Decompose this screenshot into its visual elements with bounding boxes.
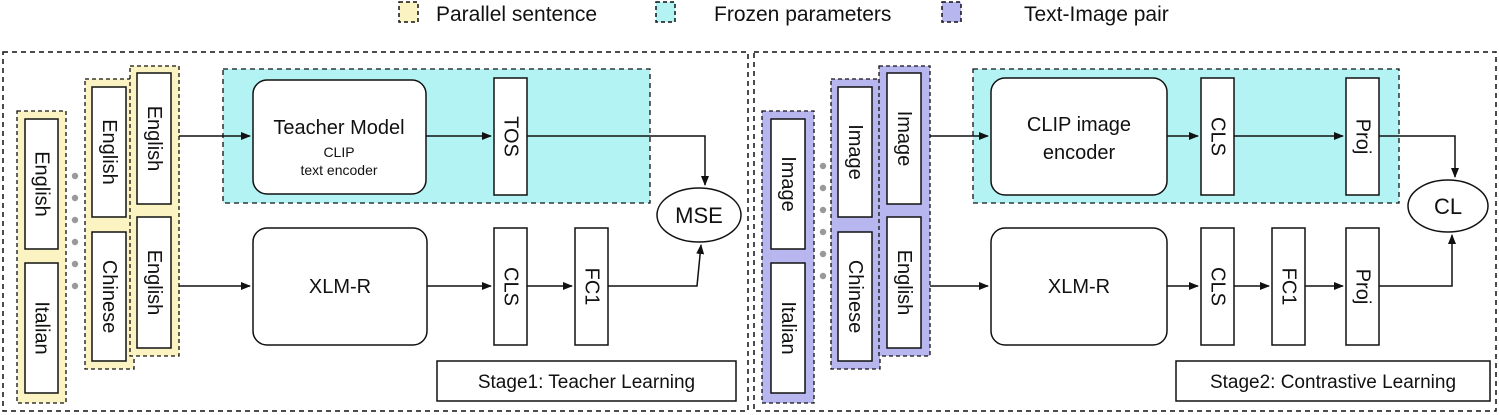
teacher-model-sub1: CLIP: [323, 144, 354, 160]
legend-frozen-swatch: [655, 1, 676, 23]
stage1-panel: English Italian English Chinese English …: [2, 51, 749, 412]
student-token-label: CLS: [500, 267, 522, 306]
legend-parallel-swatch: [398, 1, 419, 23]
stage2-caption-box: Stage2: Contrastive Learning: [1175, 360, 1491, 402]
fc1-box: FC1: [574, 227, 609, 346]
student-encoder-box: XLM-R: [252, 227, 428, 346]
mse-loss-label: MSE: [675, 203, 723, 228]
stage2-caption: Stage2: Contrastive Learning: [1210, 372, 1456, 393]
stage2-border: [753, 51, 1497, 412]
stage2-input-label: Chinese: [844, 260, 866, 333]
student-encoder-label: XLM-R: [309, 276, 371, 298]
stage1-input-col1-top: English: [24, 118, 59, 250]
text-cls-label: CLS: [1207, 267, 1229, 306]
legend-parallel: Parallel sentence: [398, 1, 597, 26]
teacher-model-title: Teacher Model: [273, 117, 404, 139]
stage2-arrows: [930, 132, 1459, 290]
mse-loss-node: MSE: [656, 187, 742, 243]
stage2-input-col1-top: Image: [770, 118, 806, 250]
stage1-input-label: Italian: [31, 301, 53, 354]
legend-pair: Text-Image pair: [941, 1, 1169, 26]
teacher-model-sub2: text encoder: [300, 162, 377, 178]
teacher-model-box: Teacher Model CLIP text encoder: [252, 79, 427, 195]
stage2-input-col1-bottom: Italian: [770, 262, 806, 394]
stage1-input-col2-top: English: [91, 86, 127, 218]
legend-frozen-label: Frozen parameters: [714, 3, 891, 26]
stage2-panel: Image Italian Image Chinese Image Englis…: [753, 51, 1497, 412]
legend: Parallel sentence Frozen parameters Text…: [398, 1, 1169, 26]
stage1-input-col2-bottom: Chinese: [91, 231, 127, 362]
stage2-input-col3-top: Image: [886, 72, 922, 205]
text-cls-box: CLS: [1200, 227, 1235, 346]
teacher-token-label: TOS: [500, 116, 522, 157]
clip-image-encoder-line1: CLIP image: [1027, 114, 1131, 136]
stage2-input-label: Image: [893, 111, 915, 167]
stage1-ellipsis-dots: [71, 172, 79, 290]
legend-frozen: Frozen parameters: [655, 1, 891, 26]
image-cls-box: CLS: [1200, 77, 1235, 196]
stage2-input-label: Image: [844, 124, 866, 180]
stage1-input-label: English: [143, 106, 165, 172]
stage2-fc1-label: FC1: [1278, 268, 1300, 306]
stage2-fc1-box: FC1: [1271, 227, 1306, 346]
image-proj-label: Proj: [1352, 119, 1374, 155]
stage2-student-encoder-label: XLM-R: [1048, 276, 1110, 298]
image-proj-box: Proj: [1345, 77, 1380, 196]
cl-loss-label: CL: [1434, 194, 1462, 219]
stage2-input-label: Italian: [777, 301, 799, 354]
stage2-input-col3-bottom: English: [886, 216, 922, 349]
stage1-input-col1-bottom: Italian: [24, 262, 59, 394]
stage1-input-label: Chinese: [98, 260, 120, 333]
legend-pair-label: Text-Image pair: [1024, 3, 1169, 26]
fc1-label: FC1: [581, 268, 603, 306]
stage2-student-encoder-box: XLM-R: [990, 227, 1168, 346]
cl-loss-node: CL: [1407, 179, 1489, 233]
stage2-input-label: Image: [777, 156, 799, 212]
stage2-input-label: English: [893, 250, 915, 316]
stage1-input-col3-bottom: English: [136, 216, 172, 349]
clip-image-encoder-box: CLIP image encoder: [990, 77, 1168, 196]
stage1-arrows: [179, 132, 709, 290]
stage2-input-col2-bottom: Chinese: [837, 231, 873, 362]
stage1-caption-box: Stage1: Teacher Learning: [436, 360, 737, 402]
teacher-token-box: TOS: [493, 77, 528, 196]
text-proj-box: Proj: [1345, 227, 1380, 346]
stage1-input-label: English: [143, 250, 165, 316]
clip-image-encoder-line2: encoder: [1043, 142, 1116, 164]
stage2-input-col2-top: Image: [837, 86, 873, 218]
stage2-ellipsis-dots: [819, 162, 827, 280]
stage1-caption: Stage1: Teacher Learning: [478, 372, 695, 393]
student-token-box: CLS: [493, 227, 528, 346]
legend-parallel-label: Parallel sentence: [436, 3, 597, 26]
stage1-input-label: English: [31, 151, 53, 217]
stage1-input-label: English: [98, 119, 120, 185]
legend-pair-swatch: [941, 1, 962, 23]
stage1-input-col3-top: English: [136, 72, 172, 205]
stage1-border: [2, 51, 749, 412]
text-proj-label: Proj: [1352, 269, 1374, 305]
image-cls-label: CLS: [1207, 117, 1229, 156]
